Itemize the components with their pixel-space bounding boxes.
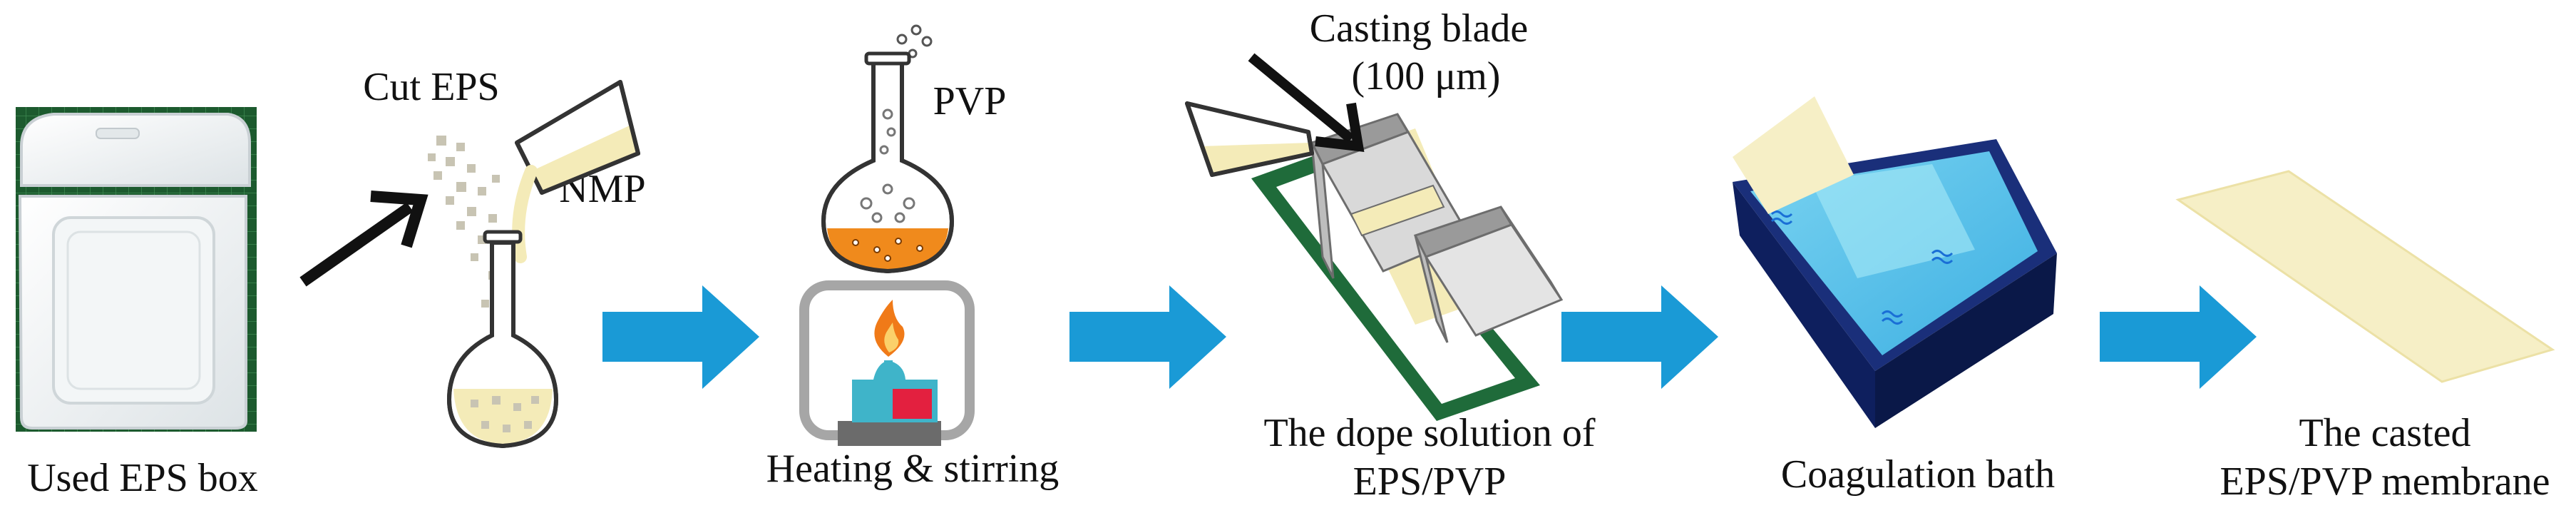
step-coagulation-bath: Coagulation bath	[1733, 96, 2057, 497]
flow-arrow-3-icon	[1561, 285, 1718, 389]
pouring-beaker-icon	[1185, 101, 1314, 177]
flow-arrow-2-icon	[1069, 285, 1226, 389]
step-used-eps-box: Used EPS box	[16, 107, 258, 500]
membrane-sheet-icon	[2175, 170, 2555, 383]
eps-box-icon	[18, 113, 251, 430]
label-dope-line2: EPS/PVP	[1353, 459, 1507, 504]
flow-arrow-1-icon	[602, 285, 759, 389]
immersed-membrane-icon	[1733, 96, 1854, 214]
label-casting-blade-line2: (100 μm)	[1352, 54, 1501, 98]
label-cut-eps: Cut EPS	[363, 65, 499, 109]
heating-stand-icon	[799, 280, 975, 446]
label-pvp: PVP	[933, 79, 1007, 123]
step-casted-membrane: The casted EPS/PVP membrane	[2175, 170, 2555, 504]
flask-dissolve-icon	[446, 230, 559, 449]
black-arrow-icon	[299, 191, 429, 287]
coagulation-bath-icon	[1733, 96, 2057, 428]
round-flask-icon	[821, 51, 955, 274]
label-heating-stirring: Heating & stirring	[766, 447, 1059, 491]
step-heating-stirring: PVP	[766, 24, 1059, 491]
label-casted-line2: EPS/PVP membrane	[2220, 459, 2550, 504]
step-dissolve: Cut EPS NMP	[299, 65, 646, 449]
label-used-eps-box: Used EPS box	[27, 456, 258, 500]
flow-arrow-4-icon	[2100, 285, 2257, 389]
label-casted-line1: The casted	[2299, 411, 2471, 455]
label-casting-blade-line1: Casting blade	[1310, 6, 1528, 51]
label-dope-line1: The dope solution of	[1263, 411, 1595, 455]
label-coagulation-bath: Coagulation bath	[1781, 452, 2055, 497]
blade-pointer-arrow-icon	[1248, 53, 1365, 153]
nmp-beaker-icon	[512, 80, 640, 263]
step-casting: Casting blade (100 μm)	[1185, 6, 1596, 504]
wave-icons	[1770, 210, 1954, 325]
pvp-particles-icon	[896, 24, 933, 59]
